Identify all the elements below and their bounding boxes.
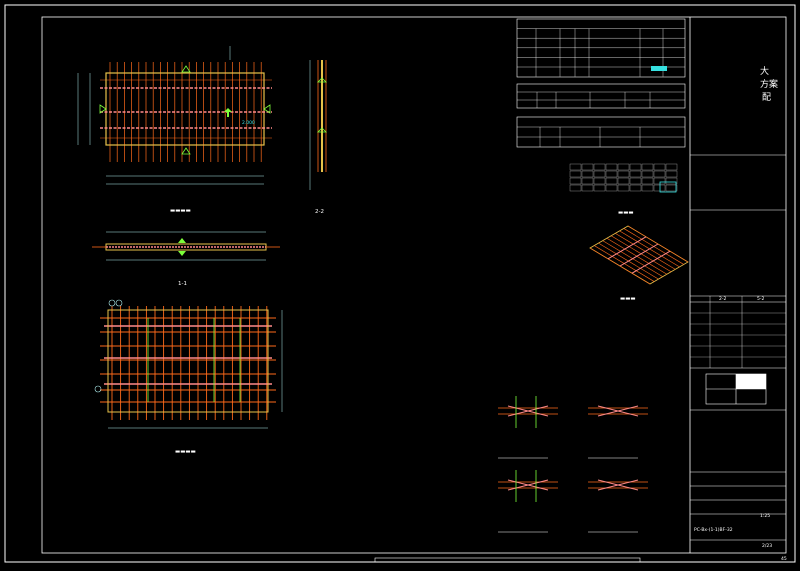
rebar-table xyxy=(516,18,686,78)
key-plan-unit xyxy=(605,170,618,178)
grid-bubble-icon xyxy=(94,385,102,393)
key-plan-unit xyxy=(593,177,606,185)
key-plan-unit xyxy=(665,163,678,171)
key-plan-unit xyxy=(617,177,630,185)
section-1-1-label: 1-1 xyxy=(178,281,187,287)
svg-text:▬▬▬: ▬▬▬ xyxy=(620,296,636,302)
key-plan-unit xyxy=(593,170,606,178)
key-plan-unit xyxy=(665,177,678,185)
key-plan-unit xyxy=(569,184,582,192)
detail-lattice xyxy=(597,405,639,417)
key-plan-unit xyxy=(617,184,630,192)
iso-lifting-line xyxy=(619,243,659,267)
key-plan-unit xyxy=(593,163,606,171)
key-plan-unit xyxy=(641,170,654,178)
material-table xyxy=(516,116,686,148)
key-plan-unit xyxy=(629,184,642,192)
triangle-marker-icon xyxy=(99,104,107,114)
key-plan-unit xyxy=(581,177,594,185)
slab-plan-view: 2.000 ▬▬▬▬ xyxy=(77,46,272,214)
key-plan-unit xyxy=(593,184,606,192)
grid-bubble-icon xyxy=(108,299,116,307)
key-plan-unit xyxy=(665,170,678,178)
drawing-code: PC-Bx-(1-1)BF-32 xyxy=(694,527,733,533)
key-plan-unit xyxy=(641,184,654,192)
key-plan-unit xyxy=(641,163,654,171)
key-plan-unit xyxy=(665,184,678,192)
key-plan-unit xyxy=(605,163,618,171)
detail-lattice xyxy=(507,405,549,417)
key-plan: ▬▬▬ xyxy=(569,163,678,216)
key-plan-unit xyxy=(569,177,582,185)
key-plan-unit xyxy=(629,170,642,178)
key-plan-unit xyxy=(629,177,642,185)
slab-outline xyxy=(105,72,265,146)
isometric-view: ▬▬▬ xyxy=(589,225,689,302)
elevation-label: 2.000 xyxy=(242,120,255,126)
page-number: 2/23 xyxy=(762,543,772,549)
corner-page-mark: 45 xyxy=(781,556,787,562)
inner-frame xyxy=(41,16,787,554)
scale-label: 1:25 xyxy=(760,513,770,519)
section-2-2: 2-2 xyxy=(309,60,327,215)
key-plan-unit xyxy=(605,184,618,192)
rebar-view-caption: ▬▬▬▬ xyxy=(175,449,196,455)
key-plan-unit xyxy=(641,177,654,185)
detail-lattice xyxy=(507,479,549,491)
key-plan-unit xyxy=(617,170,630,178)
grid-bubble-icon xyxy=(115,299,123,307)
lifting-table xyxy=(516,83,686,109)
plan-view-caption: ▬▬▬▬ xyxy=(170,208,191,214)
svg-text:▬▬▬: ▬▬▬ xyxy=(618,210,634,216)
triangle-marker-icon xyxy=(181,147,191,155)
key-plan-unit xyxy=(653,163,666,171)
north-block xyxy=(736,374,766,389)
key-plan-unit xyxy=(605,177,618,185)
key-plan-unit xyxy=(629,163,642,171)
elevation-arrow-icon xyxy=(224,108,232,112)
key-plan-unit xyxy=(653,177,666,185)
iso-lifting-line xyxy=(607,236,647,260)
bottom-tab xyxy=(374,557,641,563)
section-1-1: 1-1 xyxy=(92,231,280,287)
iso-lifting-line xyxy=(631,250,671,274)
key-plan-unit xyxy=(581,163,594,171)
key-plan-unit xyxy=(617,163,630,171)
triangle-marker-icon xyxy=(263,104,271,114)
svg-text:方案: 方案 xyxy=(760,78,778,90)
rebar-layout-view: ▬▬▬▬ xyxy=(94,299,283,455)
svg-text:配: 配 xyxy=(762,92,771,103)
key-plan-unit xyxy=(581,184,594,192)
key-plan-unit xyxy=(581,170,594,178)
header-cell-2: 5-2 xyxy=(757,296,764,302)
title-block: 大 方案 配 2-2 5-2 1:25 PC-Bx-(1-1)BF-32 2/2… xyxy=(689,17,786,553)
key-plan-unit xyxy=(569,163,582,171)
key-plan-unit xyxy=(653,184,666,192)
header-cell-1: 2-2 xyxy=(719,296,726,302)
triangle-marker-icon xyxy=(181,65,191,73)
vertical-title-1: 大 xyxy=(760,65,769,77)
section-2-2-label: 2-2 xyxy=(315,209,324,215)
key-plan-unit xyxy=(569,170,582,178)
detail-lattice xyxy=(597,479,639,491)
key-plan-unit xyxy=(653,170,666,178)
detail-views xyxy=(498,396,648,533)
